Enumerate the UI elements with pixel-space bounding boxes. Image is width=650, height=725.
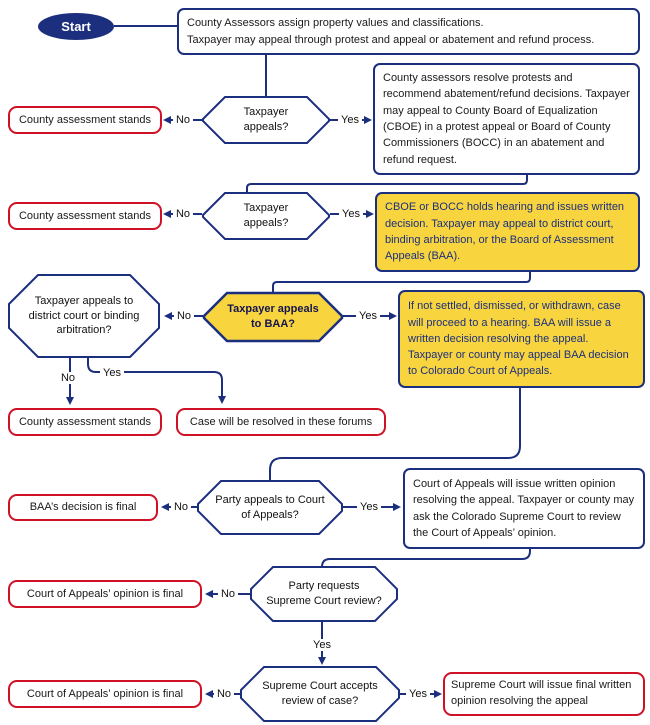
terminal-text: Case will be resolved in these forums	[189, 415, 373, 428]
decision-text: Taxpayer appeals to district court or bi…	[28, 294, 140, 337]
edge-label-yes-1: Yes	[338, 114, 362, 126]
terminal-text: Court of Appeals’ opinion is final	[26, 587, 184, 600]
process-box-baa-hearing: If not settled, dismissed, or withdrawn,…	[398, 290, 645, 388]
terminal-county-stands-3: County assessment stands	[8, 408, 162, 436]
edge-label-no-1: No	[172, 114, 194, 126]
process-box-coa-opinion: Court of Appeals will issue written opin…	[403, 468, 645, 549]
process-box-resolve-protests: County assessors resolve protests and re…	[373, 63, 640, 175]
process-text-line2: Taxpayer may appeal through protest and …	[187, 33, 595, 46]
edge-label-no-5: No	[170, 501, 192, 513]
process-text: County assessors resolve protests and re…	[383, 72, 630, 166]
terminal-text: County assessment stands	[18, 209, 152, 222]
process-box-cboe-hearing: CBOE or BOCC holds hearing and issues wr…	[375, 192, 640, 272]
edge-label-no-3: No	[173, 310, 195, 322]
edge-label-no-2: No	[172, 208, 194, 220]
edge-label-yes-2: Yes	[339, 208, 363, 220]
decision-text: Taxpayer appeals to BAA?	[227, 303, 319, 330]
decision-party-appeals-coa: Party appeals to Court of Appeals?	[197, 480, 343, 535]
edge-label-no-6: No	[217, 588, 239, 600]
decision-text: Taxpayer appeals?	[243, 106, 289, 133]
start-node: Start	[38, 13, 114, 40]
decision-text: Supreme Court accepts review of case?	[262, 680, 378, 707]
terminal-county-stands-1: County assessment stands	[8, 106, 162, 134]
edge-label-no-7: No	[213, 688, 235, 700]
decision-taxpayer-appeals-1: Taxpayer appeals?	[202, 96, 330, 144]
terminal-case-resolved: Case will be resolved in these forums	[176, 408, 386, 436]
process-text: If not settled, dismissed, or withdrawn,…	[408, 300, 629, 378]
terminal-coa-final-2: Court of Appeals’ opinion is final	[8, 680, 202, 708]
decision-district-court-or-arbitration: Taxpayer appeals to district court or bi…	[8, 274, 160, 358]
terminal-text: BAA’s decision is final	[29, 501, 137, 514]
edge-label-yes-7: Yes	[406, 688, 430, 700]
edge-label-yes-3: Yes	[356, 310, 380, 322]
terminal-baa-final: BAA’s decision is final	[8, 494, 158, 521]
start-label: Start	[61, 19, 91, 34]
terminal-supreme-final: Supreme Court will issue final written o…	[443, 672, 645, 716]
decision-taxpayer-appeals-2: Taxpayer appeals?	[202, 192, 330, 240]
decision-party-requests-supreme: Party requests Supreme Court review?	[250, 566, 398, 622]
terminal-coa-final-1: Court of Appeals’ opinion is final	[8, 580, 202, 608]
decision-text: Party requests Supreme Court review?	[266, 580, 382, 607]
process-text: Court of Appeals will issue written opin…	[413, 477, 635, 539]
process-text-line1: County Assessors assign property values …	[187, 17, 484, 30]
decision-supreme-accepts: Supreme Court accepts review of case?	[240, 666, 400, 722]
terminal-text: County assessment stands	[18, 415, 152, 428]
decision-text: Taxpayer appeals?	[243, 202, 289, 229]
terminal-text: Court of Appeals’ opinion is final	[26, 687, 184, 700]
terminal-text: Supreme Court will issue final written o…	[451, 679, 632, 707]
decision-text: Party appeals to Court of Appeals?	[215, 493, 325, 521]
edge-label-yes-5: Yes	[357, 501, 381, 513]
decision-appeals-to-baa: Taxpayer appeals to BAA?	[202, 291, 344, 343]
terminal-text: County assessment stands	[18, 113, 152, 126]
edge-label-no-4: No	[57, 372, 79, 384]
process-box-assign-values: County Assessors assign property values …	[177, 8, 640, 55]
edge-label-yes-4: Yes	[100, 367, 124, 379]
terminal-county-stands-2: County assessment stands	[8, 202, 162, 230]
edge-label-yes-6: Yes	[310, 639, 334, 651]
process-text: CBOE or BOCC holds hearing and issues wr…	[385, 201, 625, 263]
